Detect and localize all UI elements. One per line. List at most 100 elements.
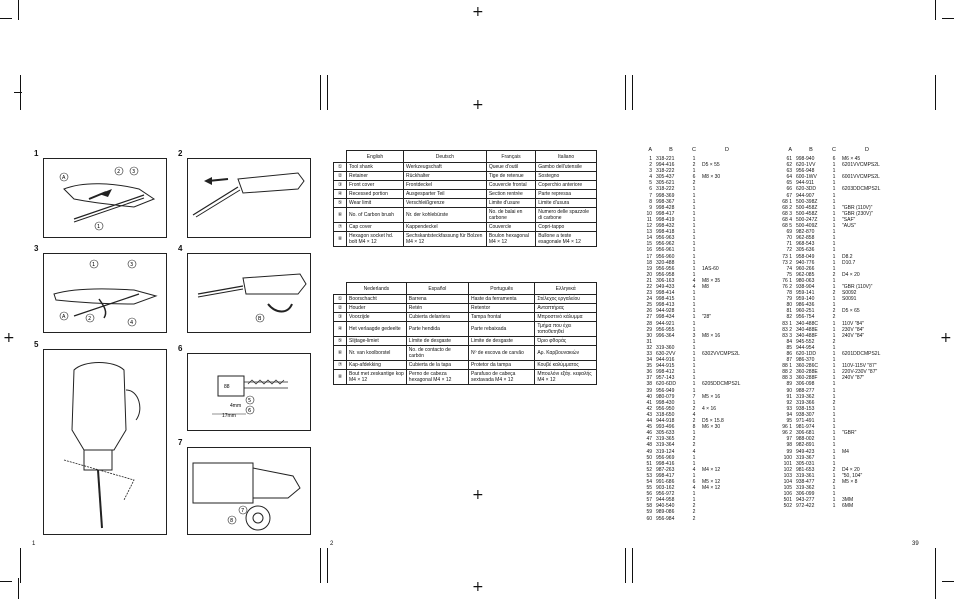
svg-text:3: 3 bbox=[132, 169, 135, 175]
list-cell: 305-621 bbox=[656, 180, 675, 187]
list-cell: 66 bbox=[786, 186, 792, 193]
column-header: English bbox=[346, 150, 404, 163]
list-cell: 938-153 bbox=[796, 405, 815, 412]
list-cell: 51 bbox=[646, 460, 652, 467]
list-cell: 4 bbox=[649, 174, 652, 181]
list-cell: M5 × 12 bbox=[702, 478, 721, 485]
list-cell: 959-141 bbox=[796, 290, 815, 297]
list-cell: 76 2 bbox=[782, 283, 792, 290]
table-cell: Limite de desgaste bbox=[467, 336, 536, 346]
list-cell: 956-948 bbox=[796, 168, 815, 175]
list-cell: 500-398Z bbox=[796, 198, 818, 205]
list-cell: 55 bbox=[646, 485, 652, 492]
figure-1-illustration: 2 3 A 1 bbox=[59, 166, 156, 231]
list-cell: 6302VVCMPS2L bbox=[702, 351, 740, 357]
list-cell: 58 bbox=[646, 503, 652, 510]
list-cell: 37 bbox=[646, 375, 652, 382]
list-cell: 8 bbox=[692, 424, 696, 431]
list-cell: 1 bbox=[692, 223, 696, 230]
table-cell: Κουβέ καλύμματος bbox=[534, 360, 597, 370]
list-cell: 956-972 bbox=[656, 491, 675, 498]
figure-4: B bbox=[187, 253, 311, 333]
list-cell: M5 × 8 bbox=[842, 478, 858, 485]
list-cell: 29 bbox=[646, 326, 652, 333]
list-cell: 1 bbox=[692, 247, 696, 254]
list-cell: 61 bbox=[786, 156, 792, 162]
crop-mark bbox=[935, 0, 936, 20]
list-cell: 988-277 bbox=[796, 387, 815, 394]
table-cell: Copri-tappo bbox=[535, 222, 597, 232]
list-cell: 305-636 bbox=[796, 247, 815, 254]
list-cell: 1 bbox=[692, 216, 696, 223]
list-cell: 39 bbox=[646, 387, 652, 394]
table-cell: Protetor da tampa bbox=[467, 360, 536, 370]
list-cell: 69 bbox=[786, 229, 792, 236]
table-cell: Cubierta delantera bbox=[405, 312, 469, 322]
list-cell: 998-432 bbox=[656, 223, 675, 230]
crop-mark bbox=[327, 75, 328, 110]
list-cell: 90 bbox=[786, 387, 792, 394]
list-cell: 2 bbox=[692, 405, 696, 412]
table-cell: Het verlaagde gedeelte bbox=[346, 321, 407, 337]
list-cell: 52 bbox=[646, 466, 652, 473]
column-header: B bbox=[669, 147, 673, 153]
list-cell: 1 bbox=[692, 320, 696, 327]
list-cell: 1 bbox=[692, 497, 696, 504]
list-cell: 1 bbox=[692, 241, 696, 248]
figure-3: 1 3 2 4 A bbox=[43, 253, 167, 333]
list-cell: 5 bbox=[649, 180, 652, 187]
crop-mark bbox=[935, 75, 936, 110]
crop-mark bbox=[18, 0, 19, 20]
list-cell: 1 bbox=[832, 283, 836, 290]
list-cell: 956-960 bbox=[656, 253, 675, 260]
list-cell: 97 bbox=[786, 436, 792, 443]
list-cell: 25 bbox=[646, 302, 652, 309]
list-cell: 501 bbox=[783, 497, 792, 504]
crop-mark bbox=[625, 75, 626, 110]
list-cell: 998-415 bbox=[656, 296, 675, 303]
table-cell: Nr. der kohlebürste bbox=[402, 207, 487, 223]
svg-text:1: 1 bbox=[97, 224, 100, 230]
table-cell: Parte repressa bbox=[535, 189, 597, 199]
list-cell: 240V "87" bbox=[842, 375, 865, 382]
list-cell: 44 bbox=[646, 418, 652, 425]
list-cell: 1 bbox=[832, 430, 836, 437]
list-cell: 42 bbox=[646, 405, 652, 412]
table-cell: Ανταπτήρας bbox=[534, 303, 597, 313]
list-cell: 956-950 bbox=[656, 405, 675, 412]
list-cell: 1 bbox=[692, 210, 696, 217]
list-cell: 319-362 bbox=[796, 393, 815, 400]
list-cell: D10.7 bbox=[842, 259, 856, 266]
list-cell: 4 bbox=[692, 411, 696, 418]
table-cell: Μπουλόνι εξάγ. κεφαλής Μ4 × 12 bbox=[534, 369, 597, 385]
list-cell: 1 bbox=[832, 235, 836, 242]
list-cell: 320-488 bbox=[656, 259, 675, 266]
list-cell: 1 bbox=[832, 180, 836, 187]
list-cell: 2 bbox=[692, 503, 696, 510]
crop-mark bbox=[935, 578, 936, 599]
list-cell: M5 × 16 bbox=[702, 393, 721, 400]
list-cell: 1 bbox=[692, 229, 696, 236]
list-cell: 82 bbox=[786, 314, 792, 321]
list-cell: 100 bbox=[783, 454, 792, 461]
list-cell: 620-1DD bbox=[796, 351, 817, 357]
list-cell: 998-430 bbox=[656, 399, 675, 406]
